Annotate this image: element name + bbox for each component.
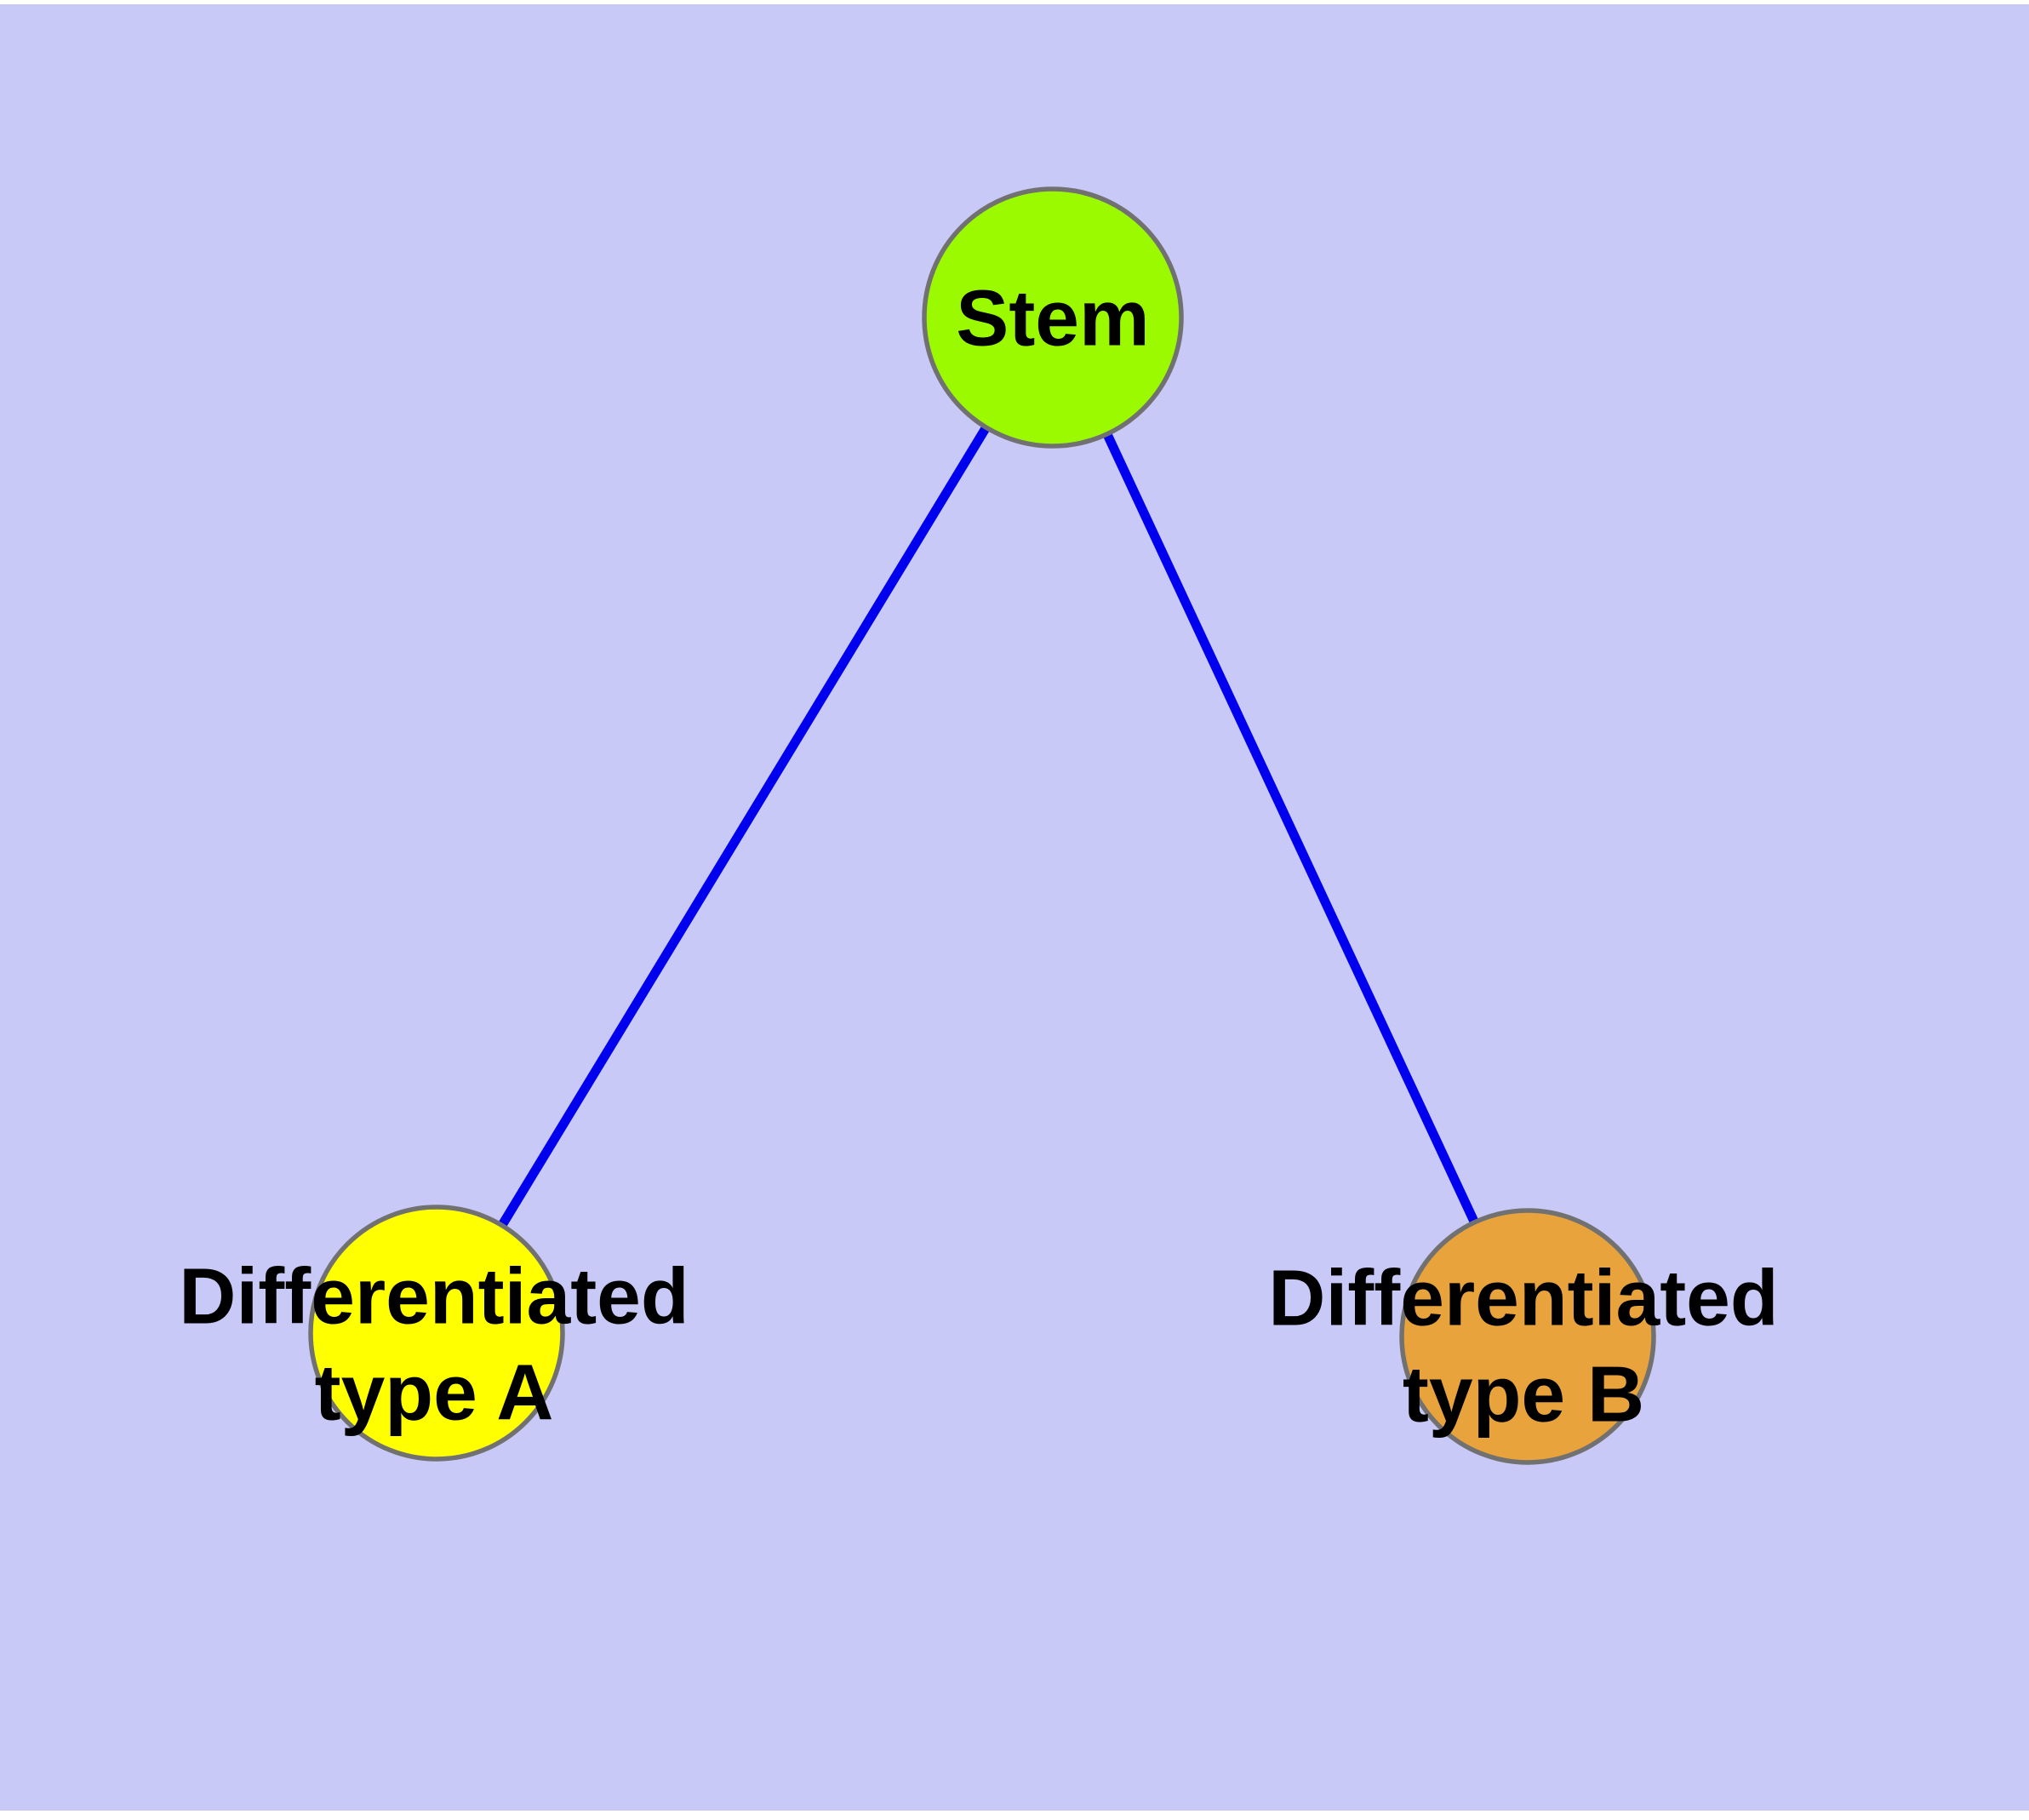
top-margin-strip [0, 0, 2029, 4]
node-differentiated-type-b[interactable] [1399, 1208, 1656, 1465]
edge-stem-to-type-a[interactable] [432, 315, 1057, 1336]
edge-stem-to-type-b[interactable] [1049, 315, 1532, 1339]
node-differentiated-type-a[interactable] [308, 1205, 565, 1462]
node-stem[interactable] [922, 186, 1184, 449]
bottom-margin-strip [0, 1811, 2029, 1820]
